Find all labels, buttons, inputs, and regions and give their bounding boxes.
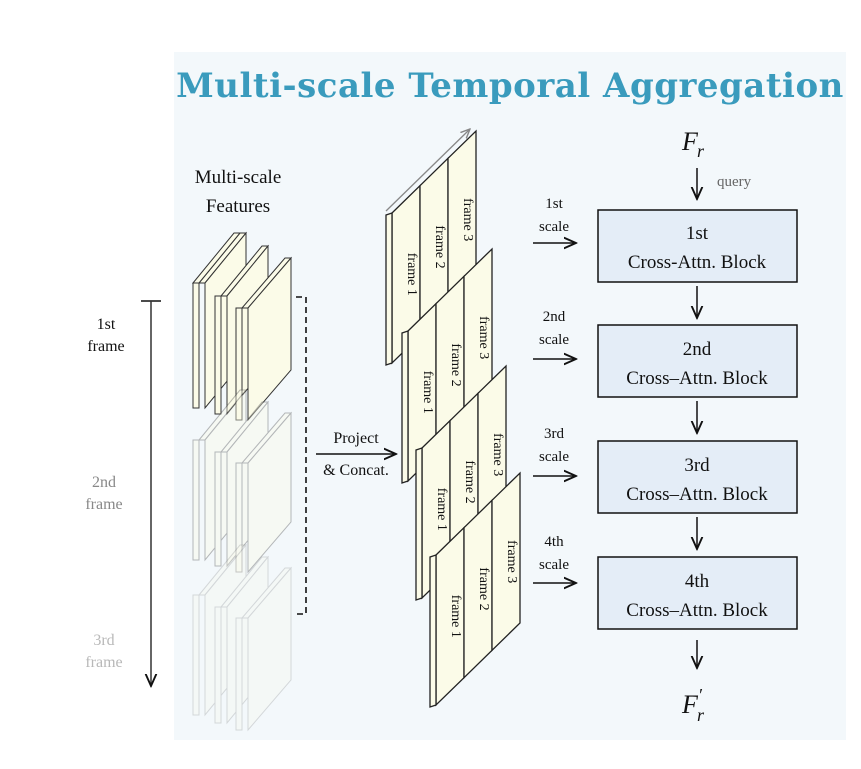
block-4-line2: Cross–Attn. Block [626, 600, 768, 621]
feature-plane [192, 388, 248, 562]
feature-group-frame-2 [192, 388, 293, 574]
cross-attn-block-1: 1st Cross-Attn. Block [597, 209, 798, 283]
cross-attn-block-4: 4th Cross–Attn. Block [597, 556, 798, 630]
slab-frame-label: frame 2 [448, 343, 463, 386]
feature-plane [192, 543, 248, 717]
feature-plane [235, 411, 293, 574]
slab-frame-label: frame 3 [504, 540, 519, 583]
slab-frame-label: frame 1 [448, 595, 463, 638]
block-3-line1: 3rd [684, 455, 710, 476]
concat-slab-scale-2: frame 1 frame 2 frame 3 [401, 247, 493, 484]
slab-frame-label: frame 3 [490, 433, 505, 476]
slab-frame-label: frame 1 [420, 371, 435, 414]
slab-frame-label: frame 2 [432, 225, 447, 268]
scale-label-2-line2: scale [539, 332, 569, 348]
scale-label-1-line1: 1st [545, 196, 563, 212]
feature-plane [214, 555, 270, 725]
slab-frame-label: frame 2 [462, 460, 477, 503]
frame-label-3-line1: 3rd [93, 632, 114, 649]
scale-label-1-line2: scale [539, 219, 569, 235]
block-2-line1: 2nd [683, 339, 712, 360]
block-1-line2: Cross-Attn. Block [628, 252, 767, 273]
frame-label-3-line2: frame [85, 654, 122, 671]
slab-edge [401, 330, 409, 484]
depth-arrow [385, 129, 470, 212]
output-symbol-sub: r [697, 705, 705, 725]
slab-column [491, 471, 521, 652]
slab-edge [429, 554, 437, 708]
slab-frame-label: frame 3 [476, 316, 491, 359]
feature-group-frame-3 [192, 543, 293, 732]
slab-frame-label: frame 2 [476, 567, 491, 610]
feature-group-frame-1 [191, 231, 293, 422]
input-symbol: F r [681, 127, 705, 161]
feature-plane [235, 566, 293, 732]
slab-frame-label: frame 3 [460, 198, 475, 241]
output-symbol-prime: ′ [698, 685, 703, 705]
frame-label-2-line2: frame [85, 496, 122, 513]
scale-label-3-line1: 3rd [544, 426, 564, 442]
slab-edge [385, 212, 393, 366]
scale-label-4-line2: scale [539, 557, 569, 573]
concat-slab-scale-4: frame 1 frame 2 frame 3 [429, 471, 521, 708]
project-label-line1: Project [333, 430, 379, 447]
cross-attn-block-3: 3rd Cross–Attn. Block [597, 440, 798, 514]
block-3-line2: Cross–Attn. Block [626, 484, 768, 505]
project-label-line2: & Concat. [323, 462, 389, 479]
output-symbol: F ′ r [681, 685, 705, 725]
features-label-line1: Multi-scale [195, 167, 282, 188]
slab-frame-label: frame 1 [404, 253, 419, 296]
block-2-line2: Cross–Attn. Block [626, 368, 768, 389]
scale-label-4-line1: 4th [544, 534, 564, 550]
slab-frame-label: frame 1 [434, 488, 449, 531]
dashed-bracket [296, 296, 307, 615]
scale-label-2-line1: 2nd [543, 309, 566, 325]
feature-plane [235, 256, 293, 422]
cross-attn-block-2: 2nd Cross–Attn. Block [597, 324, 798, 398]
query-label: query [717, 174, 752, 190]
output-symbol-base: F [681, 690, 699, 719]
scale-label-3-line2: scale [539, 449, 569, 465]
input-symbol-sub: r [697, 141, 705, 161]
frame-label-1-line1: 1st [97, 316, 116, 333]
block-4-line1: 4th [685, 571, 710, 592]
frame-label-2-line1: 2nd [92, 474, 116, 491]
block-1-line1: 1st [686, 223, 709, 244]
slab-edge [415, 447, 423, 601]
features-label-line2: Features [206, 196, 270, 217]
frame-label-1-line2: frame [87, 338, 124, 355]
input-symbol-base: F [681, 127, 699, 156]
concat-slab-scale-1: frame 1 frame 2 frame 3 [385, 129, 477, 366]
diagram-title: Multi-scale Temporal Aggregation [176, 66, 844, 106]
feature-plane [214, 400, 270, 568]
